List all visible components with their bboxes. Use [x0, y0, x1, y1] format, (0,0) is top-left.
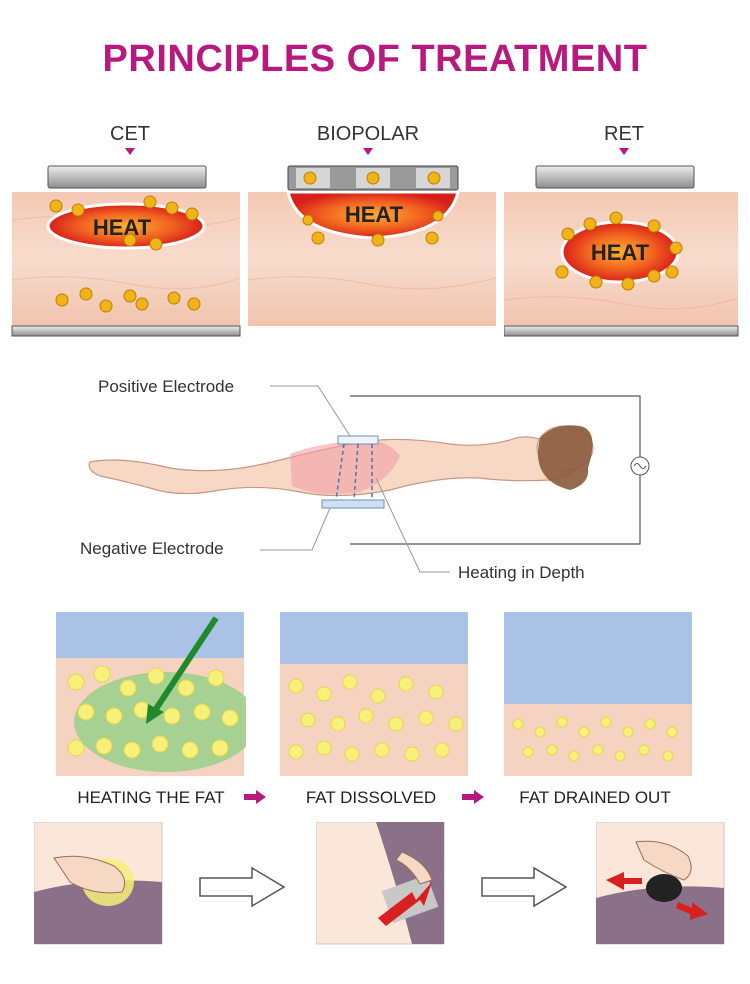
stage-heating-fat [56, 612, 246, 776]
fat-cell-icons [512, 716, 678, 762]
heat-label: HEAT [93, 215, 152, 240]
arrow-right-icon [481, 866, 568, 908]
particle-icons [555, 211, 683, 291]
ret-panel: HEAT [504, 165, 739, 337]
particle-icons [302, 171, 444, 247]
hand-massage-step [34, 822, 163, 945]
electrode-plate [47, 165, 207, 189]
stage-label: FAT DRAINED OUT [519, 788, 671, 807]
stage-fat-dissolved [280, 612, 468, 776]
heat-direction-arrow [151, 616, 219, 714]
heat-label: HEAT [345, 202, 404, 227]
arrow-right-icon [199, 866, 286, 908]
stage-label: HEATING THE FAT [77, 788, 225, 807]
particle-icons [49, 195, 201, 313]
cet-panel: HEAT [11, 165, 241, 337]
fat-cell-icons [288, 674, 464, 762]
electrode-body-diagram: Positive Electrode Negative Electrode He… [60, 360, 700, 600]
negative-electrode-label: Negative Electrode [80, 539, 224, 558]
device-drainage-step [596, 822, 725, 945]
principle-biopolar: BIOPOLAR HEAT [248, 120, 497, 340]
principle-label: CET [110, 123, 150, 145]
page-title: PRINCIPLES OF TREATMENT [102, 38, 648, 80]
principle-ret: RET HEAT [504, 120, 744, 340]
electrode-plate-bottom [504, 325, 739, 337]
stage-fat-drained [504, 612, 692, 776]
heat-label: HEAT [591, 240, 650, 265]
marker-down-icon [125, 148, 135, 155]
principle-label: RET [604, 123, 644, 145]
arrow-right-icon [244, 790, 266, 804]
marker-down-icon [363, 148, 373, 155]
body-illustration [88, 385, 650, 573]
electrode-plate-bottom [11, 325, 241, 337]
heat-zone [46, 202, 206, 250]
electrode-plate [535, 165, 695, 189]
device-application-step [316, 822, 445, 945]
stage-label: FAT DISSOLVED [305, 788, 437, 807]
heating-in-depth-label: Heating in Depth [458, 563, 585, 582]
arrow-right-icon [462, 790, 484, 804]
biopolar-panel: HEAT [248, 165, 497, 326]
positive-electrode-label: Positive Electrode [98, 377, 235, 396]
fat-cell-icons [67, 665, 239, 759]
principle-cet: CET HEAT [10, 120, 250, 340]
marker-down-icon [619, 148, 629, 155]
principle-label: BIOPOLAR [316, 123, 420, 145]
